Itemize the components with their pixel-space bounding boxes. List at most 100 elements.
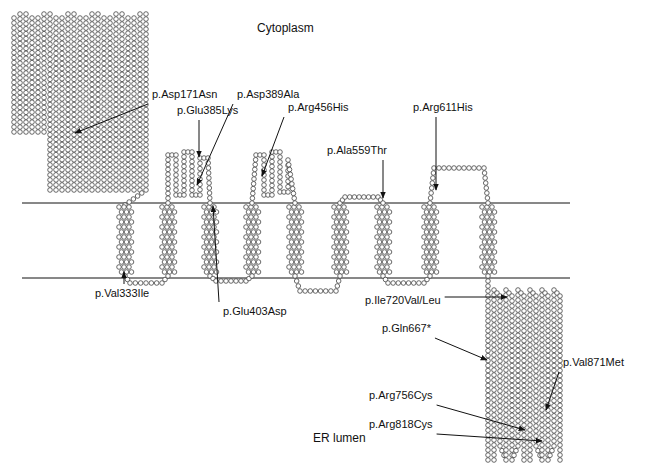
residue-bead <box>84 162 89 167</box>
residue-bead <box>144 57 149 62</box>
residue-bead <box>546 348 551 353</box>
residue-bead <box>202 245 207 250</box>
residue-bead <box>42 61 47 66</box>
residue-bead <box>138 57 143 62</box>
residue-bead <box>48 52 53 57</box>
residue-bead <box>66 188 71 193</box>
residue-bead <box>510 358 515 363</box>
residue-bead <box>528 388 533 393</box>
residue-bead <box>498 399 503 404</box>
residue-bead <box>48 168 53 173</box>
residue-bead <box>84 137 89 142</box>
residue-bead <box>84 117 89 122</box>
residue-bead <box>138 147 143 152</box>
residue-bead <box>144 137 149 142</box>
residue-bead <box>256 270 261 275</box>
residue-bead <box>381 201 386 206</box>
residue-bead <box>72 117 77 122</box>
residue-bead <box>498 439 503 444</box>
leader-arrow <box>383 160 384 198</box>
residue-bead <box>486 314 491 319</box>
residue-bead <box>66 183 71 188</box>
residue-bead <box>298 289 303 294</box>
residue-bead <box>90 42 95 47</box>
residue-bead <box>84 56 89 61</box>
residue-bead <box>132 142 137 147</box>
residue-bead <box>482 166 487 171</box>
residue-bead <box>96 158 101 163</box>
residue-bead <box>540 313 545 318</box>
residue-bead <box>510 458 515 463</box>
residue-bead <box>72 87 77 92</box>
residue-bead <box>12 36 17 41</box>
residue-bead <box>430 181 435 186</box>
residue-bead <box>144 117 149 122</box>
residue-bead <box>534 429 539 434</box>
residue-bead <box>540 428 545 433</box>
residue-bead <box>108 137 113 142</box>
residue-bead <box>162 270 167 275</box>
residue-bead <box>126 162 131 167</box>
residue-bead <box>528 393 533 398</box>
residue-bead <box>114 17 119 22</box>
residue-bead <box>36 90 41 95</box>
residue-bead <box>334 260 339 265</box>
residue-bead <box>182 178 187 183</box>
residue-bead <box>18 120 23 125</box>
residue-bead <box>114 67 119 72</box>
residue-bead <box>24 100 29 105</box>
residue-bead <box>90 168 95 173</box>
residue-bead <box>12 95 17 100</box>
residue-bead <box>332 245 337 250</box>
residue-bead <box>482 210 487 215</box>
residue-bead <box>498 394 503 399</box>
residue-bead <box>289 270 294 275</box>
residue-bead <box>60 137 65 142</box>
residue-bead <box>207 181 212 186</box>
residue-bead <box>48 117 53 122</box>
residue-bead <box>558 324 563 329</box>
residue-bead <box>558 338 563 343</box>
residue-bead <box>12 65 17 70</box>
residue-bead <box>427 255 432 260</box>
residue-bead <box>60 183 65 188</box>
residue-bead <box>127 255 132 260</box>
residue-bead <box>48 183 53 188</box>
residue-bead <box>485 265 490 270</box>
residue-bead <box>18 17 23 22</box>
residue-bead <box>294 230 299 235</box>
residue-bead <box>160 215 165 220</box>
residue-bead <box>342 265 347 270</box>
residue-bead <box>352 195 357 200</box>
residue-bead <box>528 298 533 303</box>
residue-bead <box>528 443 533 448</box>
residue-bead <box>78 117 83 122</box>
residue-bead <box>486 433 491 438</box>
residue-bead <box>114 77 119 82</box>
residue-bead <box>528 368 533 373</box>
residue-bead <box>42 36 47 41</box>
residue-bead <box>30 36 35 41</box>
residue-bead <box>207 265 212 270</box>
residue-bead <box>516 348 521 353</box>
residue-bead <box>558 358 563 363</box>
mutation-label: p.Arg611His <box>412 101 474 114</box>
residue-bead <box>66 17 71 22</box>
residue-bead <box>332 235 337 240</box>
residue-bead <box>78 122 83 127</box>
residue-bead <box>114 127 119 132</box>
residue-bead <box>492 338 497 343</box>
residue-bead <box>287 225 292 230</box>
residue-bead <box>504 388 509 393</box>
residue-bead <box>339 240 344 245</box>
residue-bead <box>12 21 17 26</box>
residue-bead <box>422 245 427 250</box>
residue-bead <box>540 433 545 438</box>
residue-bead <box>382 220 387 225</box>
residue-bead <box>42 41 47 46</box>
residue-bead <box>48 102 53 107</box>
residue-bead <box>534 379 539 384</box>
residue-bead <box>72 37 77 42</box>
residue-bead <box>60 173 65 178</box>
residue-bead <box>492 333 497 338</box>
